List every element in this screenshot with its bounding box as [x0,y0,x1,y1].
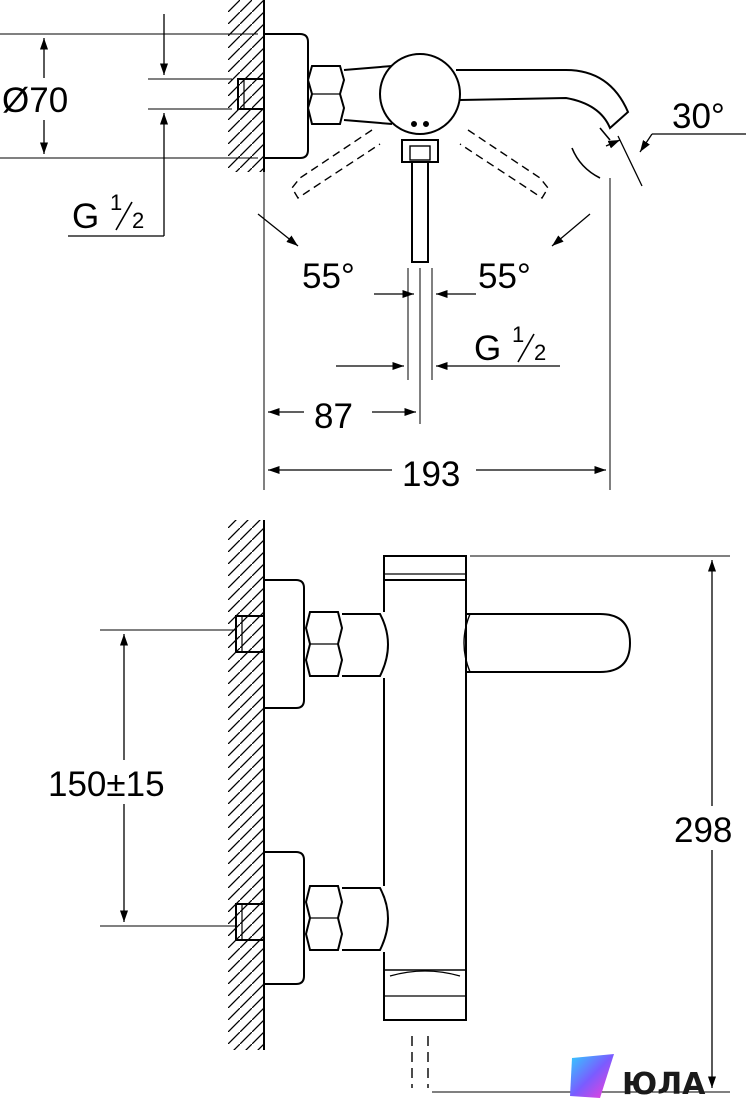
pipe-stub-lower [235,903,265,941]
label-center-distance: 150±15 [48,765,165,804]
label-thread-left: G 1 2 [72,190,144,236]
svg-text:G: G [474,329,501,368]
wall-hatch-top [228,0,264,172]
diverter-stem-top [401,139,439,163]
label-dim-193: 193 [402,455,460,494]
hex-nut-lower [304,885,344,951]
wall-flange-lower [264,851,305,985]
hex-nut-upper [304,611,344,677]
top-view [0,0,746,490]
yula-logo-text: ЮЛА [622,1067,706,1100]
front-view [100,520,730,1093]
label-angle-left: 55° [302,257,355,296]
outlet-stem-front [411,1036,429,1088]
label-dim-87: 87 [314,397,353,436]
svg-text:2: 2 [534,340,546,365]
label-height: 298 [674,811,732,850]
pipe-stub-top [237,78,265,110]
label-angle-right: 55° [478,257,531,296]
spout-top [456,69,630,130]
swivel-phantom-left [291,129,381,199]
lever-handle-front [466,613,632,673]
svg-text:2: 2 [132,208,144,233]
wall-hatch-front [228,520,264,1050]
mixer-body-front [383,580,467,1021]
mixer-body-top [343,65,393,125]
label-diameter: Ø70 [2,81,68,120]
wall-flange-top [264,33,309,159]
svg-text:1: 1 [110,190,122,215]
swivel-phantom-right [459,129,549,199]
pipe-stub-upper [235,615,265,653]
top-cap-front [383,555,467,581]
svg-text:G: G [72,197,99,236]
svg-text:1: 1 [512,322,524,347]
label-angle-spout: 30° [672,97,725,136]
label-thread-center: G 1 2 [474,322,546,368]
diverter-rod-top [411,161,429,263]
hex-nut-top [306,65,346,125]
yula-logo-mark [570,1054,614,1098]
handle-knob-top [379,53,461,135]
yula-logo: ЮЛА [570,1054,706,1102]
wall-flange-upper [264,579,305,709]
